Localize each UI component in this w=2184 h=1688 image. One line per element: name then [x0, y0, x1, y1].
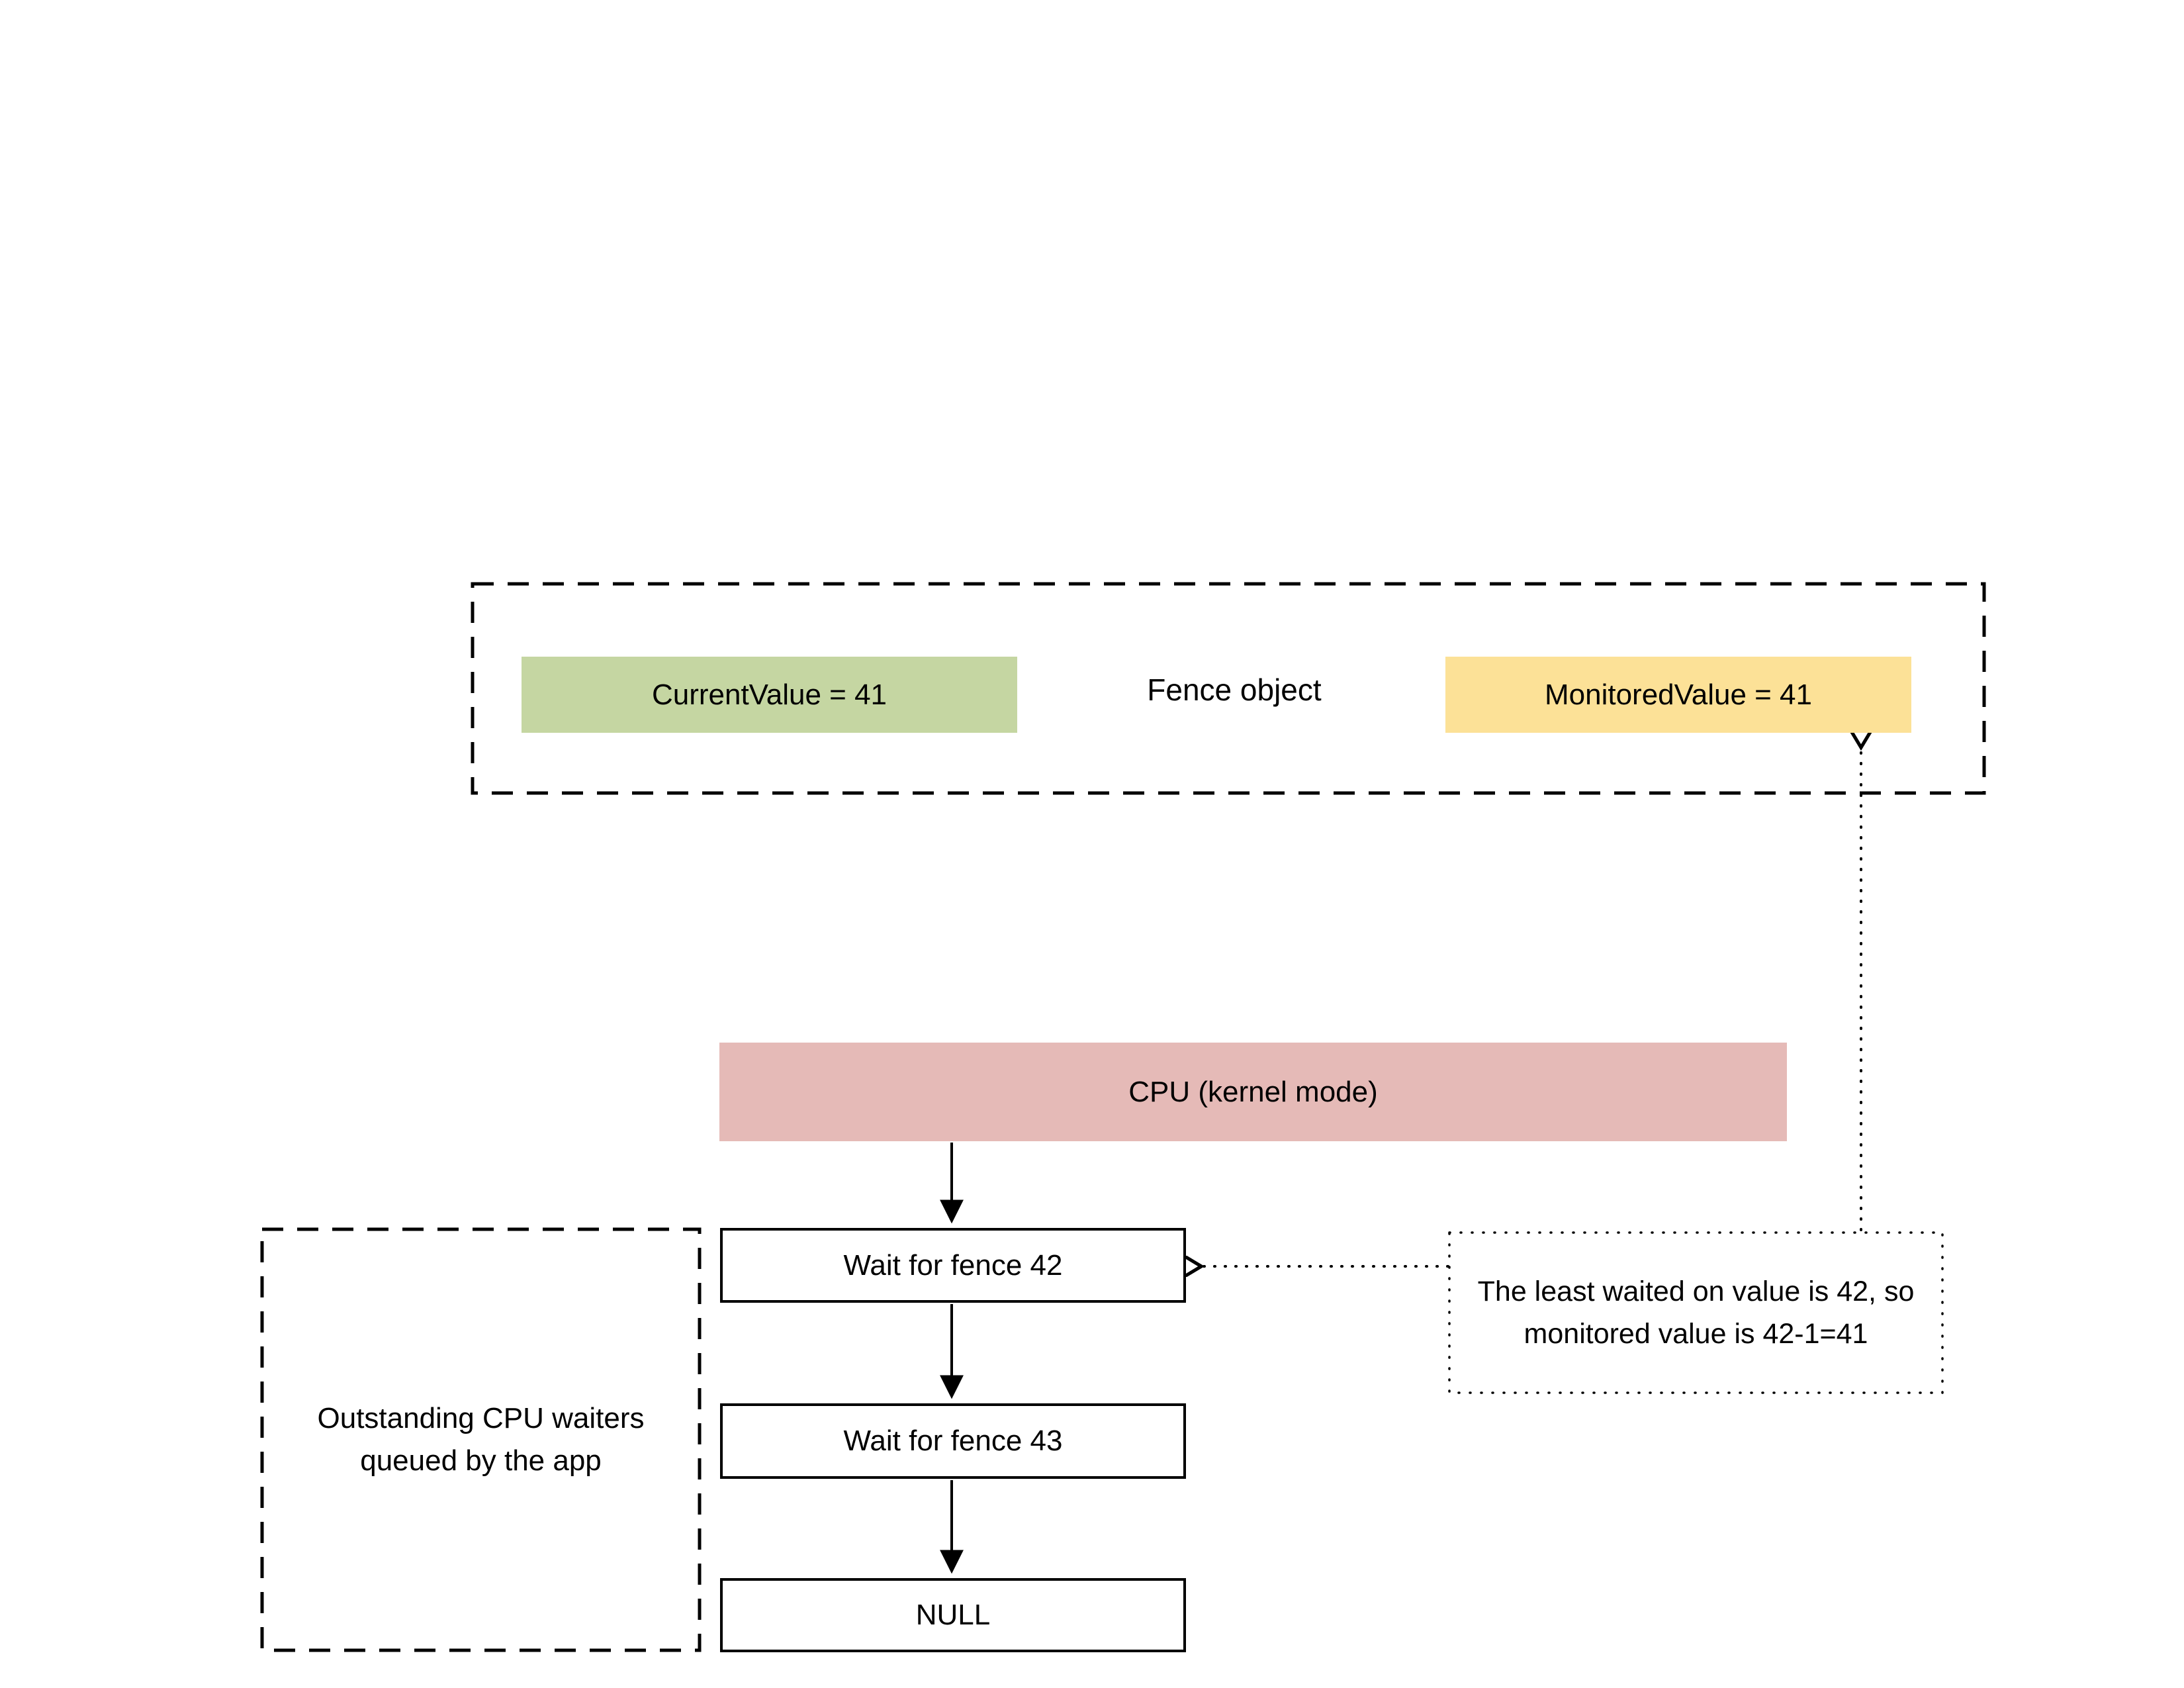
waiters-group-caption-text: Outstanding CPU waiters queued by the ap…: [317, 1402, 645, 1477]
current-value-label: CurrentValue = 41: [651, 678, 887, 711]
annotation-note: The least waited on value is 42, so moni…: [1449, 1233, 1942, 1393]
waiters-group-border: [260, 1227, 702, 1652]
null-label: NULL: [915, 1599, 991, 1632]
cpu-kernel-mode-box: CPU (kernel mode): [719, 1043, 1787, 1141]
monitored-value-label: MonitoredValue = 41: [1544, 678, 1812, 711]
fence-object-group-border: [471, 582, 1986, 795]
current-value-box: CurrentValue = 41: [522, 657, 1017, 733]
annotation-border: [1448, 1231, 1944, 1394]
wait-fence-42-box: Wait for fence 42: [720, 1228, 1186, 1303]
wait-fence-43-label: Wait for fence 43: [843, 1425, 1063, 1458]
wait-fence-43-box: Wait for fence 43: [720, 1403, 1186, 1479]
null-box: NULL: [720, 1578, 1186, 1652]
fence-object-title: Fence object: [1052, 652, 1416, 728]
monitored-value-box: MonitoredValue = 41: [1445, 657, 1911, 733]
fence-object-title-text: Fence object: [1147, 673, 1322, 708]
annotation-line-2: monitored value is 42-1=41: [1524, 1318, 1868, 1350]
annotation-line-1: The least waited on value is 42, so: [1477, 1275, 1915, 1307]
wait-fence-42-label: Wait for fence 42: [843, 1248, 1063, 1282]
waiters-group-caption: Outstanding CPU waiters queued by the ap…: [262, 1229, 700, 1650]
cpu-kernel-mode-label: CPU (kernel mode): [1128, 1075, 1378, 1108]
